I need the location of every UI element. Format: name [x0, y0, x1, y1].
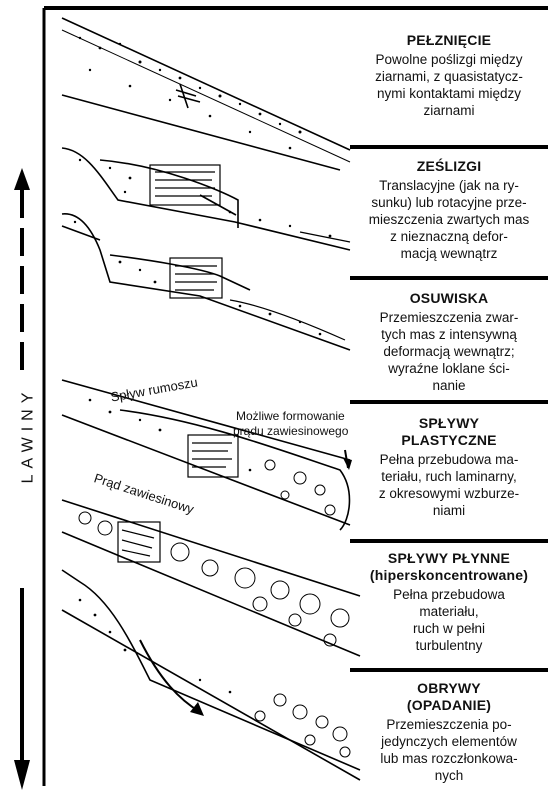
desc-line: Powolne poślizgi między	[350, 51, 548, 68]
avalanche-label: LAWINY	[19, 387, 37, 484]
slope-turbidity	[62, 500, 360, 656]
slope-debris-flow	[62, 380, 352, 530]
slope-rockfall	[62, 570, 360, 780]
category-title: ZEŚLIZGI	[350, 158, 548, 175]
desc-line: sunku) lub rotacyjne prze-	[350, 194, 548, 211]
desc-line: wyraźne loklane ści-	[350, 360, 548, 377]
category-title: SPŁYWY	[350, 415, 548, 432]
desc-line: nanie	[350, 377, 548, 394]
label-turbidity-possible: Możliwe formowanie	[236, 409, 345, 423]
desc-line: z nieznaczną defor-	[350, 228, 548, 245]
category-title-2: (hiperskoncentrowane)	[350, 567, 548, 584]
category-description: Pełna przebudowa ma- teriału, ruch lamin…	[350, 451, 548, 519]
category-description: Przemieszczenia po- jedynczych elementów…	[350, 716, 548, 784]
category-debris-flow: SPŁYWY PLASTYCZNE Pełna przebudowa ma- t…	[350, 415, 548, 519]
desc-line: deformacją wewnątrz;	[350, 343, 548, 360]
category-description: Pełna przebudowa materiału, ruch w pełni…	[350, 586, 548, 654]
category-description: Translacyjne (jak na ry- sunku) lub rota…	[350, 177, 548, 262]
category-title: PEŁZNIĘCIE	[350, 32, 548, 49]
desc-line: nymi kontaktami między	[350, 85, 548, 102]
category-description: Powolne poślizgi między ziarnami, z quas…	[350, 51, 548, 119]
category-slump: OSUWISKA Przemieszczenia zwar- tych mas …	[350, 290, 548, 394]
desc-line: Translacyjne (jak na ry-	[350, 177, 548, 194]
desc-line: teriału, ruch laminarny,	[350, 468, 548, 485]
desc-line: ziarnami, z quasistatycz-	[350, 68, 548, 85]
down-arrow	[14, 588, 30, 790]
slope-slide	[62, 148, 350, 250]
vertical-label: LAWINY	[8, 390, 48, 480]
desc-line: Pełna przebudowa	[350, 586, 548, 603]
category-title: SPŁYWY PŁYNNE	[350, 550, 548, 567]
desc-line: macją wewnątrz	[350, 245, 548, 262]
category-rockfall: OBRYWY (OPADANIE) Przemieszczenia po- je…	[350, 680, 548, 784]
desc-line: nych	[350, 767, 548, 784]
desc-line: jedynczych elementów	[350, 733, 548, 750]
desc-line: z okresowymi wzburze-	[350, 485, 548, 502]
category-fluid-flow: SPŁYWY PŁYNNE (hiperskoncentrowane) Pełn…	[350, 550, 548, 654]
desc-line: tych mas z intensywną	[350, 326, 548, 343]
slope-slump	[62, 214, 350, 350]
category-creep: PEŁZNIĘCIE Powolne poślizgi między ziarn…	[350, 32, 548, 119]
slope-creep	[62, 18, 350, 170]
desc-line: mieszczenia zwartych mas	[350, 211, 548, 228]
desc-line: Pełna przebudowa ma-	[350, 451, 548, 468]
category-title-2: PLASTYCZNE	[350, 432, 548, 449]
category-title-2: (OPADANIE)	[350, 697, 548, 714]
desc-line: niami	[350, 502, 548, 519]
desc-line: Przemieszczenia po-	[350, 716, 548, 733]
category-slide: ZEŚLIZGI Translacyjne (jak na ry- sunku)…	[350, 158, 548, 262]
desc-line: ziarnami	[350, 102, 548, 119]
label-turbidity-possible-2: prądu zawiesinowego	[233, 424, 348, 438]
desc-line: Przemieszczenia zwar-	[350, 309, 548, 326]
desc-line: lub mas rozczłonkowa-	[350, 750, 548, 767]
category-description: Przemieszczenia zwar- tych mas z intensy…	[350, 309, 548, 394]
up-arrow	[14, 168, 30, 370]
desc-line: turbulentny	[350, 637, 548, 654]
desc-line: ruch w pełni	[350, 620, 548, 637]
category-title: OSUWISKA	[350, 290, 548, 307]
desc-line: materiału,	[350, 603, 548, 620]
category-title: OBRYWY	[350, 680, 548, 697]
